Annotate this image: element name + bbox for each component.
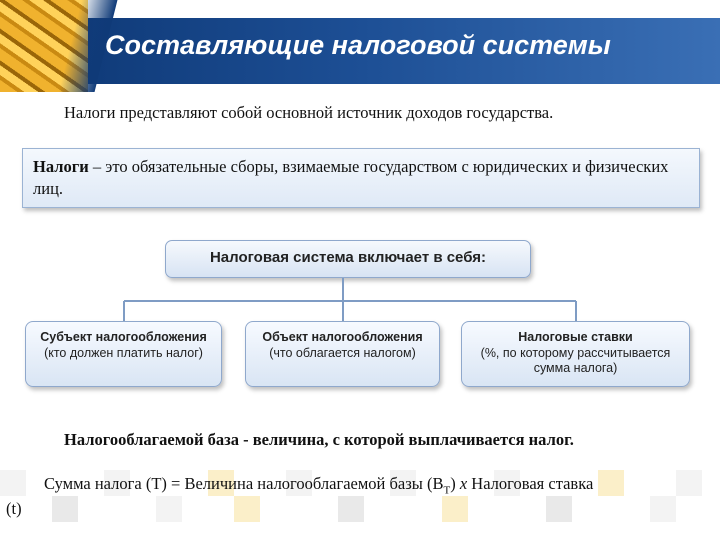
footnote-marker: (t) <box>6 499 22 519</box>
component-title: Налоговые ставки <box>462 330 689 346</box>
component-subject: Субъект налогообложения (кто должен плат… <box>25 321 222 387</box>
formula-left: Сумма налога (Т) = Величина налогооблага… <box>44 474 443 493</box>
component-title: Объект налогообложения <box>246 330 439 346</box>
component-rates: Налоговые ставки (%, по которому рассчит… <box>461 321 690 387</box>
component-note: (%, по которому рассчитывается сумма нал… <box>462 346 689 377</box>
tax-base-text: Налогооблагаемой база - величина, с кото… <box>64 430 574 450</box>
component-object: Объект налогообложения (что облагается н… <box>245 321 440 387</box>
formula-right: Налоговая ставка <box>467 474 593 493</box>
tax-formula: Сумма налога (Т) = Величина налогооблага… <box>44 474 593 496</box>
component-note: (что облагается налогом) <box>246 346 439 362</box>
component-title: Субъект налогообложения <box>26 330 221 346</box>
formula-close: ) <box>450 474 460 493</box>
component-note: (кто должен платить налог) <box>26 346 221 362</box>
